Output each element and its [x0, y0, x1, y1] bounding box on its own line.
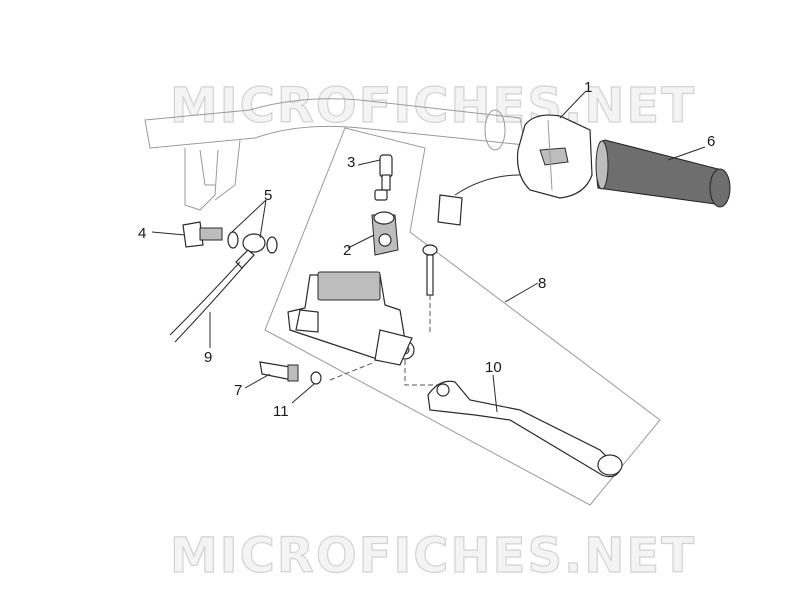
- pivot-bolt: [422, 244, 438, 296]
- callout-8: 8: [538, 275, 546, 292]
- part-11-washer: [310, 371, 322, 385]
- part-10-lever: [427, 380, 623, 478]
- callout-5: 5: [264, 187, 272, 204]
- callout-leaders: [151, 91, 706, 413]
- master-cylinder: [287, 271, 415, 366]
- part-4-banjo-bolt: [182, 221, 223, 248]
- callout-9: 9: [204, 349, 212, 366]
- watermark-bottom: MICROFICHES.NET: [170, 528, 696, 584]
- part-6-grip: [595, 139, 731, 208]
- alignment-line-lever: [404, 360, 440, 386]
- callout-7: 7: [234, 382, 242, 399]
- assembly-frame: [264, 127, 661, 506]
- alignment-line-washer: [329, 361, 376, 381]
- callout-11: 11: [273, 403, 289, 420]
- callout-6: 6: [707, 133, 715, 150]
- callout-10: 10: [485, 359, 502, 376]
- callout-4: 4: [138, 225, 146, 242]
- part-2-clamp: [371, 211, 399, 256]
- part-1-switch-housing: [437, 114, 593, 226]
- callout-1: 1: [584, 79, 592, 96]
- callout-2: 2: [343, 242, 351, 259]
- part-3-screws: [374, 154, 393, 201]
- watermark-top: MICROFICHES.NET: [170, 78, 696, 134]
- part-9-brake-hose: [169, 233, 266, 343]
- part-5-washers: [227, 231, 278, 254]
- callout-3: 3: [347, 154, 355, 171]
- part-7-bleeder: [259, 361, 299, 382]
